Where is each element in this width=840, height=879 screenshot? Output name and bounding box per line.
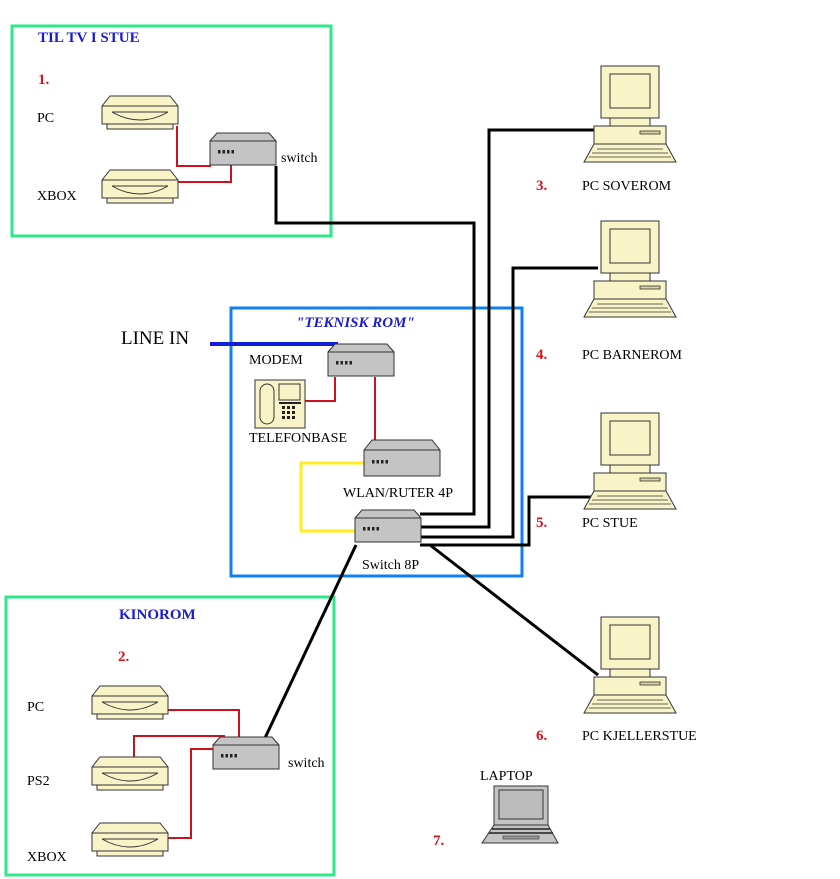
cable-soverom xyxy=(420,128,598,529)
cable-kjellerstue xyxy=(429,543,599,677)
station-6-label: PC KJELLERSTUE xyxy=(582,729,697,744)
station-7-number: 7. xyxy=(433,833,445,849)
kino-xbox-device xyxy=(91,822,169,857)
tv-xbox-device xyxy=(101,169,179,204)
switch8p-device xyxy=(354,509,422,543)
cables-black xyxy=(263,128,599,739)
station-7-label: LAPTOP xyxy=(480,769,533,784)
station-6-number: 6. xyxy=(536,728,548,744)
tv-pc-label: PC xyxy=(37,111,54,126)
router-label: WLAN/RUTER 4P xyxy=(343,486,453,501)
station-4-number: 4. xyxy=(536,347,548,363)
tv-switch-device xyxy=(209,132,277,166)
station-3-number: 3. xyxy=(536,178,548,194)
line-in-label: LINE IN xyxy=(121,328,189,349)
station-5-label: PC STUE xyxy=(582,516,638,531)
kino-ps2-label: PS2 xyxy=(27,774,50,789)
zone-kino-border xyxy=(4,595,336,877)
zone-kino-number: 2. xyxy=(118,649,130,665)
modem-label: MODEM xyxy=(249,353,303,368)
router-device xyxy=(363,439,441,477)
cable-tv-to-switch8p xyxy=(274,166,476,516)
modem-device xyxy=(327,343,395,377)
kino-ps2-device xyxy=(91,756,169,791)
zone-teknisk-border xyxy=(229,306,524,578)
cable-yellow xyxy=(299,461,365,533)
zone-teknisk-title: "TEKNISK ROM" xyxy=(296,315,415,331)
kino-switch-device xyxy=(212,736,280,770)
zone-tv-number: 1. xyxy=(38,72,50,88)
zone-tv-border xyxy=(10,24,333,238)
zone-tv-title: TIL TV I STUE xyxy=(38,30,140,46)
kino-pc-device xyxy=(91,685,169,720)
laptop-device xyxy=(481,785,559,844)
station-3-label: PC SOVEROM xyxy=(582,179,672,194)
pc-kjellerstue-device xyxy=(583,616,677,714)
station-5-number: 5. xyxy=(536,515,548,531)
kino-pc-label: PC xyxy=(27,700,44,715)
cable-stue xyxy=(420,495,595,547)
telefonbase-device xyxy=(254,379,306,429)
cables-red-kino xyxy=(133,709,240,839)
telefonbase-label: TELEFONBASE xyxy=(249,431,347,446)
tv-switch-label: switch xyxy=(281,151,318,166)
pc-stue-device xyxy=(583,412,677,510)
cables-red-tv xyxy=(176,126,232,183)
pc-soverom-device xyxy=(583,65,677,163)
tv-xbox-label: XBOX xyxy=(37,189,77,204)
cable-kinorom xyxy=(263,544,358,739)
switch8p-label: Switch 8P xyxy=(362,558,419,573)
cable-barnerom xyxy=(420,266,598,539)
kino-xbox-label: XBOX xyxy=(27,850,67,865)
station-4-label: PC BARNEROM xyxy=(582,348,683,363)
zone-kino-title: KINOROM xyxy=(119,607,196,623)
tv-pc-device xyxy=(101,95,179,130)
kino-switch-label: switch xyxy=(288,756,325,771)
cables-red-teknisk xyxy=(305,377,376,440)
